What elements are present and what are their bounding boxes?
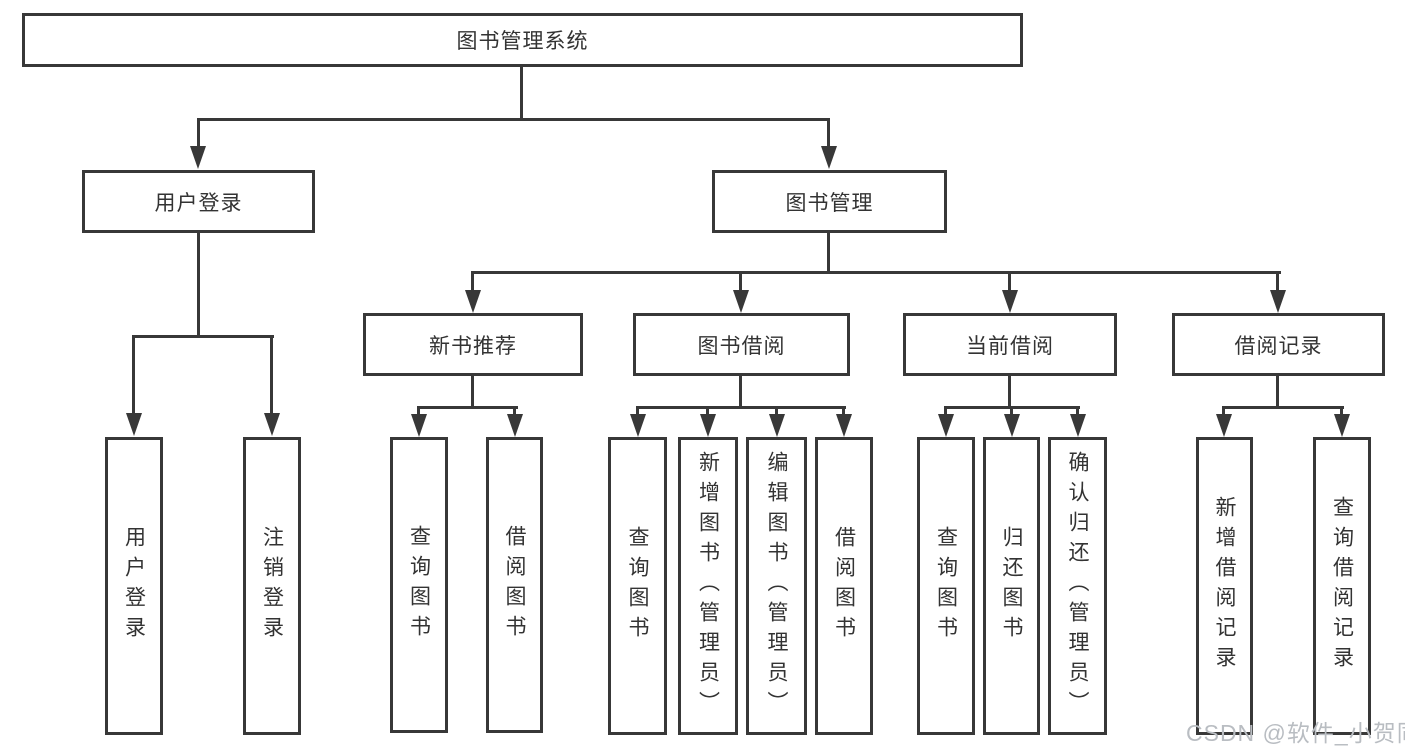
connector-userlogin-stem — [197, 233, 200, 337]
connector-bookmgmt-stem — [827, 233, 830, 273]
node-book-borrow: 图书借阅 — [633, 313, 850, 376]
arrowhead-g2-query — [411, 414, 427, 437]
connector-root-drop-right — [827, 118, 830, 148]
leaf-query-book-recommend: 查询图书 — [390, 437, 448, 733]
arrowhead-new-book-recommend — [465, 290, 481, 313]
csdn-watermark: CSDN @软件_小贺同学 — [1186, 720, 1405, 746]
connector-userlogin-drop-1 — [132, 335, 135, 413]
leaf-query-book-borrow: 查询图书 — [608, 437, 667, 735]
connector-g3-hline — [636, 406, 846, 409]
connector-g4-stem — [1008, 376, 1011, 408]
node-user-login: 用户登录 — [82, 170, 315, 233]
leaf-query-borrow-record: 查询借阅记录 — [1313, 437, 1371, 735]
node-root: 图书管理系统 — [22, 13, 1023, 67]
connector-g3-stem — [739, 376, 742, 408]
connector-g5-drop-2 — [1340, 406, 1343, 416]
arrowhead-g3-edit — [769, 414, 785, 437]
arrowhead-borrow-record — [1270, 290, 1286, 313]
arrowhead-g3-query — [630, 414, 646, 437]
connector-g4-drop-1 — [944, 406, 947, 416]
leaf-logout: 注销登录 — [243, 437, 301, 735]
connector-g5-hline — [1222, 406, 1344, 409]
connector-g3-drop-1 — [636, 406, 639, 416]
connector-g3-drop-2 — [706, 406, 709, 416]
leaf-query-book-current: 查询图书 — [917, 437, 975, 735]
connector-g3-drop-4 — [842, 406, 845, 416]
connector-g2-drop-1 — [417, 406, 420, 416]
arrowhead-leaf-user-login — [126, 413, 142, 436]
arrowhead-user-login — [190, 146, 206, 169]
connector-root-drop-left — [197, 118, 200, 148]
arrowhead-g3-add — [700, 414, 716, 437]
connector-g4-drop-2 — [1010, 406, 1013, 416]
arrowhead-g5-query — [1334, 414, 1350, 437]
arrowhead-g5-add — [1216, 414, 1232, 437]
connector-root-hline — [197, 118, 830, 121]
leaf-add-borrow-record: 新增借阅记录 — [1196, 437, 1253, 735]
node-book-management: 图书管理 — [712, 170, 947, 233]
connector-g5-stem — [1276, 376, 1279, 408]
connector-g3-drop-3 — [775, 406, 778, 416]
arrowhead-g4-query — [938, 414, 954, 437]
leaf-add-book-admin: 新增图书（管理员） — [678, 437, 738, 735]
connector-bookmgmt-drop-1 — [471, 271, 474, 291]
node-borrow-record: 借阅记录 — [1172, 313, 1385, 376]
arrowhead-book-borrow — [733, 290, 749, 313]
connector-root-stem — [520, 64, 523, 120]
leaf-return-book: 归还图书 — [983, 437, 1040, 735]
leaf-user-login: 用户登录 — [105, 437, 163, 735]
leaf-confirm-return-admin: 确认归还（管理员） — [1048, 437, 1107, 735]
arrowhead-leaf-logout — [264, 413, 280, 436]
node-new-book-recommend: 新书推荐 — [363, 313, 583, 376]
arrowhead-g4-return — [1004, 414, 1020, 437]
leaf-borrow-book: 借阅图书 — [815, 437, 873, 735]
leaf-edit-book-admin: 编辑图书（管理员） — [746, 437, 807, 735]
connector-bookmgmt-hline — [471, 271, 1281, 274]
connector-userlogin-hline — [132, 335, 274, 338]
connector-bookmgmt-drop-3 — [1008, 271, 1011, 291]
node-current-borrow: 当前借阅 — [903, 313, 1117, 376]
leaf-borrow-book-recommend: 借阅图书 — [486, 437, 543, 733]
arrowhead-g3-borrow — [836, 414, 852, 437]
connector-g5-drop-1 — [1222, 406, 1225, 416]
arrowhead-current-borrow — [1002, 290, 1018, 313]
connector-userlogin-drop-2 — [270, 335, 273, 413]
connector-g4-drop-3 — [1076, 406, 1079, 416]
connector-g2-stem — [471, 376, 474, 408]
connector-bookmgmt-drop-2 — [739, 271, 742, 291]
arrowhead-book-management — [821, 146, 837, 169]
connector-bookmgmt-drop-4 — [1276, 271, 1279, 291]
connector-g2-drop-2 — [513, 406, 516, 416]
connector-g2-hline — [417, 406, 518, 409]
arrowhead-g2-borrow — [507, 414, 523, 437]
arrowhead-g4-confirm — [1070, 414, 1086, 437]
